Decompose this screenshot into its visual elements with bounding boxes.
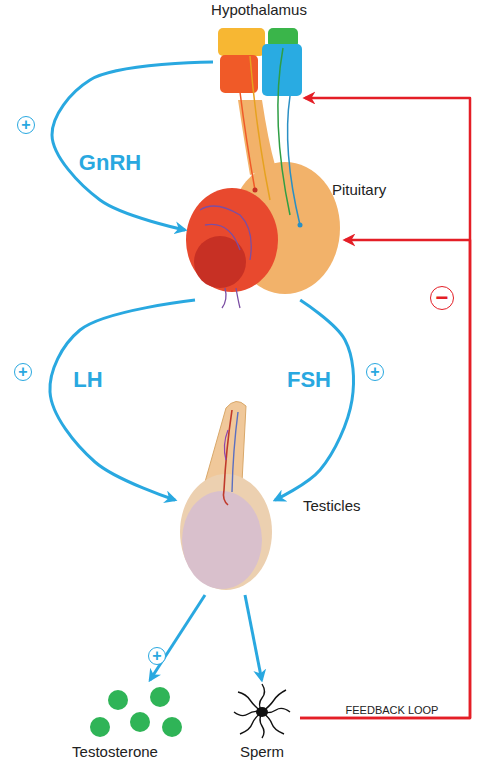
sign-symbol: +	[366, 363, 384, 381]
vein	[232, 412, 238, 492]
hormone-dot	[150, 687, 170, 707]
vessel	[224, 430, 228, 460]
testicles-node: Testicles	[175, 400, 275, 595]
node-label: Hypothalamus	[211, 2, 307, 19]
nerve-ending	[298, 223, 303, 228]
node-label: Testicles	[303, 498, 361, 515]
portal-vessel	[205, 224, 240, 250]
artery	[224, 410, 233, 505]
hypothalamus-block	[218, 28, 265, 56]
nerve-fiber	[240, 92, 255, 190]
node-label: Pituitary	[332, 182, 386, 199]
feedback-arrow	[300, 240, 470, 718]
edge-label: LH	[73, 368, 102, 392]
node-label: Sperm	[240, 744, 284, 761]
stimulation-arrow	[50, 300, 195, 500]
anterior-lobe	[186, 188, 278, 292]
pituitary-illustration	[186, 48, 340, 308]
sign-symbol: +	[17, 116, 35, 134]
testis	[182, 491, 262, 589]
stimulation-arrow	[245, 595, 262, 680]
sperm-head	[256, 707, 268, 717]
hormone-dot	[130, 712, 150, 732]
sign-symbol: +	[148, 647, 166, 665]
hypothalamus-node: Hypothalamus	[213, 0, 305, 105]
scrotal-sac	[180, 474, 272, 590]
edge-label: FSH	[287, 368, 331, 392]
sign-symbol: +	[14, 363, 32, 381]
hormone-dot	[90, 717, 110, 737]
edge-label: FEEDBACK LOOP	[346, 704, 439, 716]
stimulation-arrow	[52, 62, 213, 230]
nerve-ending	[253, 188, 258, 193]
sperm-node: Sperm	[225, 680, 300, 765]
portal-vessel	[222, 288, 240, 308]
edge-label: GnRH	[79, 151, 141, 175]
stimulation-arrow	[275, 300, 354, 500]
pituitary-stalk	[238, 100, 275, 175]
testicles-illustration	[180, 401, 272, 590]
feedback-arrow	[300, 98, 470, 718]
nerve-fiber	[250, 56, 270, 200]
sign-symbol: −	[430, 286, 454, 310]
stimulation-arrow	[150, 595, 205, 680]
sperm-illustration	[234, 684, 290, 738]
hormone-dot	[108, 690, 128, 710]
testosterone-node: Testosterone	[55, 680, 180, 765]
hypothalamus-illustration	[218, 28, 302, 96]
hormone-dot	[162, 717, 182, 737]
testosterone-illustration	[90, 687, 182, 737]
node-label: Testosterone	[72, 744, 158, 761]
nerve-fiber	[288, 96, 300, 225]
portal-vessel	[200, 206, 251, 260]
pituitary-node: Pituitary	[185, 108, 345, 300]
